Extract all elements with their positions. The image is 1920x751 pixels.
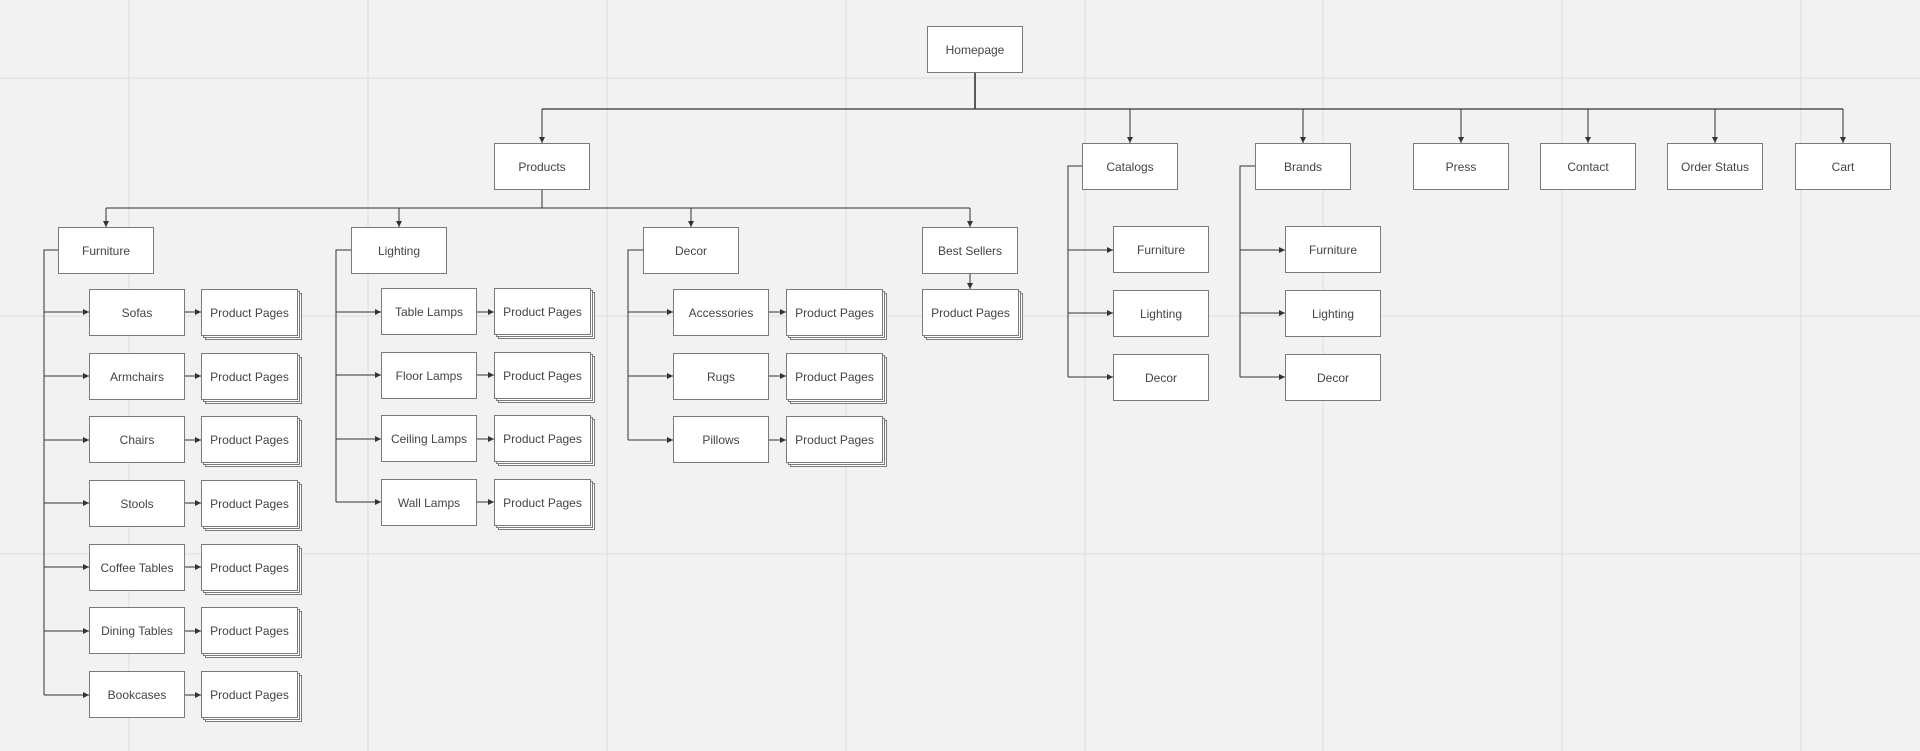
node-brands-lighting[interactable]: Lighting xyxy=(1285,290,1381,337)
node-product-pages[interactable]: Product Pages xyxy=(201,416,298,463)
node-catalogs-lighting[interactable]: Lighting xyxy=(1113,290,1209,337)
node-lighting[interactable]: Lighting xyxy=(351,227,447,274)
node-coffee-tables[interactable]: Coffee Tables xyxy=(89,544,185,591)
connector-line xyxy=(627,249,643,440)
node-product-pages[interactable]: Product Pages xyxy=(494,415,591,462)
node-order-status[interactable]: Order Status xyxy=(1667,143,1763,190)
node-decor[interactable]: Decor xyxy=(643,227,739,274)
connector-line xyxy=(43,249,58,695)
node-cart[interactable]: Cart xyxy=(1795,143,1891,190)
node-floor-lamps[interactable]: Floor Lamps xyxy=(381,352,477,399)
node-press[interactable]: Press xyxy=(1413,143,1509,190)
node-sofas[interactable]: Sofas xyxy=(89,289,185,336)
node-homepage[interactable]: Homepage xyxy=(927,26,1023,73)
node-product-pages[interactable]: Product Pages xyxy=(201,671,298,718)
node-best-sellers[interactable]: Best Sellers xyxy=(922,227,1018,274)
node-contact[interactable]: Contact xyxy=(1540,143,1636,190)
node-armchairs[interactable]: Armchairs xyxy=(89,353,185,400)
node-ceiling-lamps[interactable]: Ceiling Lamps xyxy=(381,415,477,462)
node-product-pages[interactable]: Product Pages xyxy=(201,353,298,400)
node-product-pages[interactable]: Product Pages xyxy=(201,544,298,591)
connector-line xyxy=(335,249,351,502)
node-product-pages[interactable]: Product Pages xyxy=(922,289,1019,336)
node-catalogs[interactable]: Catalogs xyxy=(1082,143,1178,190)
node-product-pages[interactable]: Product Pages xyxy=(201,607,298,654)
node-product-pages[interactable]: Product Pages xyxy=(786,353,883,400)
node-pillows[interactable]: Pillows xyxy=(673,416,769,463)
node-table-lamps[interactable]: Table Lamps xyxy=(381,288,477,335)
node-furniture[interactable]: Furniture xyxy=(58,227,154,274)
node-brands-furniture[interactable]: Furniture xyxy=(1285,226,1381,273)
node-stools[interactable]: Stools xyxy=(89,480,185,527)
node-product-pages[interactable]: Product Pages xyxy=(494,288,591,335)
node-product-pages[interactable]: Product Pages xyxy=(494,352,591,399)
node-product-pages[interactable]: Product Pages xyxy=(786,289,883,336)
node-accessories[interactable]: Accessories xyxy=(673,289,769,336)
connector-line xyxy=(1067,165,1082,377)
node-catalogs-decor[interactable]: Decor xyxy=(1113,354,1209,401)
node-chairs[interactable]: Chairs xyxy=(89,416,185,463)
node-rugs[interactable]: Rugs xyxy=(673,353,769,400)
node-catalogs-furniture[interactable]: Furniture xyxy=(1113,226,1209,273)
node-product-pages[interactable]: Product Pages xyxy=(201,480,298,527)
node-wall-lamps[interactable]: Wall Lamps xyxy=(381,479,477,526)
connector-line xyxy=(1239,165,1255,377)
node-products[interactable]: Products xyxy=(494,143,590,190)
node-dining-tables[interactable]: Dining Tables xyxy=(89,607,185,654)
node-product-pages[interactable]: Product Pages xyxy=(201,289,298,336)
node-product-pages[interactable]: Product Pages xyxy=(786,416,883,463)
node-brands[interactable]: Brands xyxy=(1255,143,1351,190)
node-brands-decor[interactable]: Decor xyxy=(1285,354,1381,401)
node-bookcases[interactable]: Bookcases xyxy=(89,671,185,718)
node-product-pages[interactable]: Product Pages xyxy=(494,479,591,526)
